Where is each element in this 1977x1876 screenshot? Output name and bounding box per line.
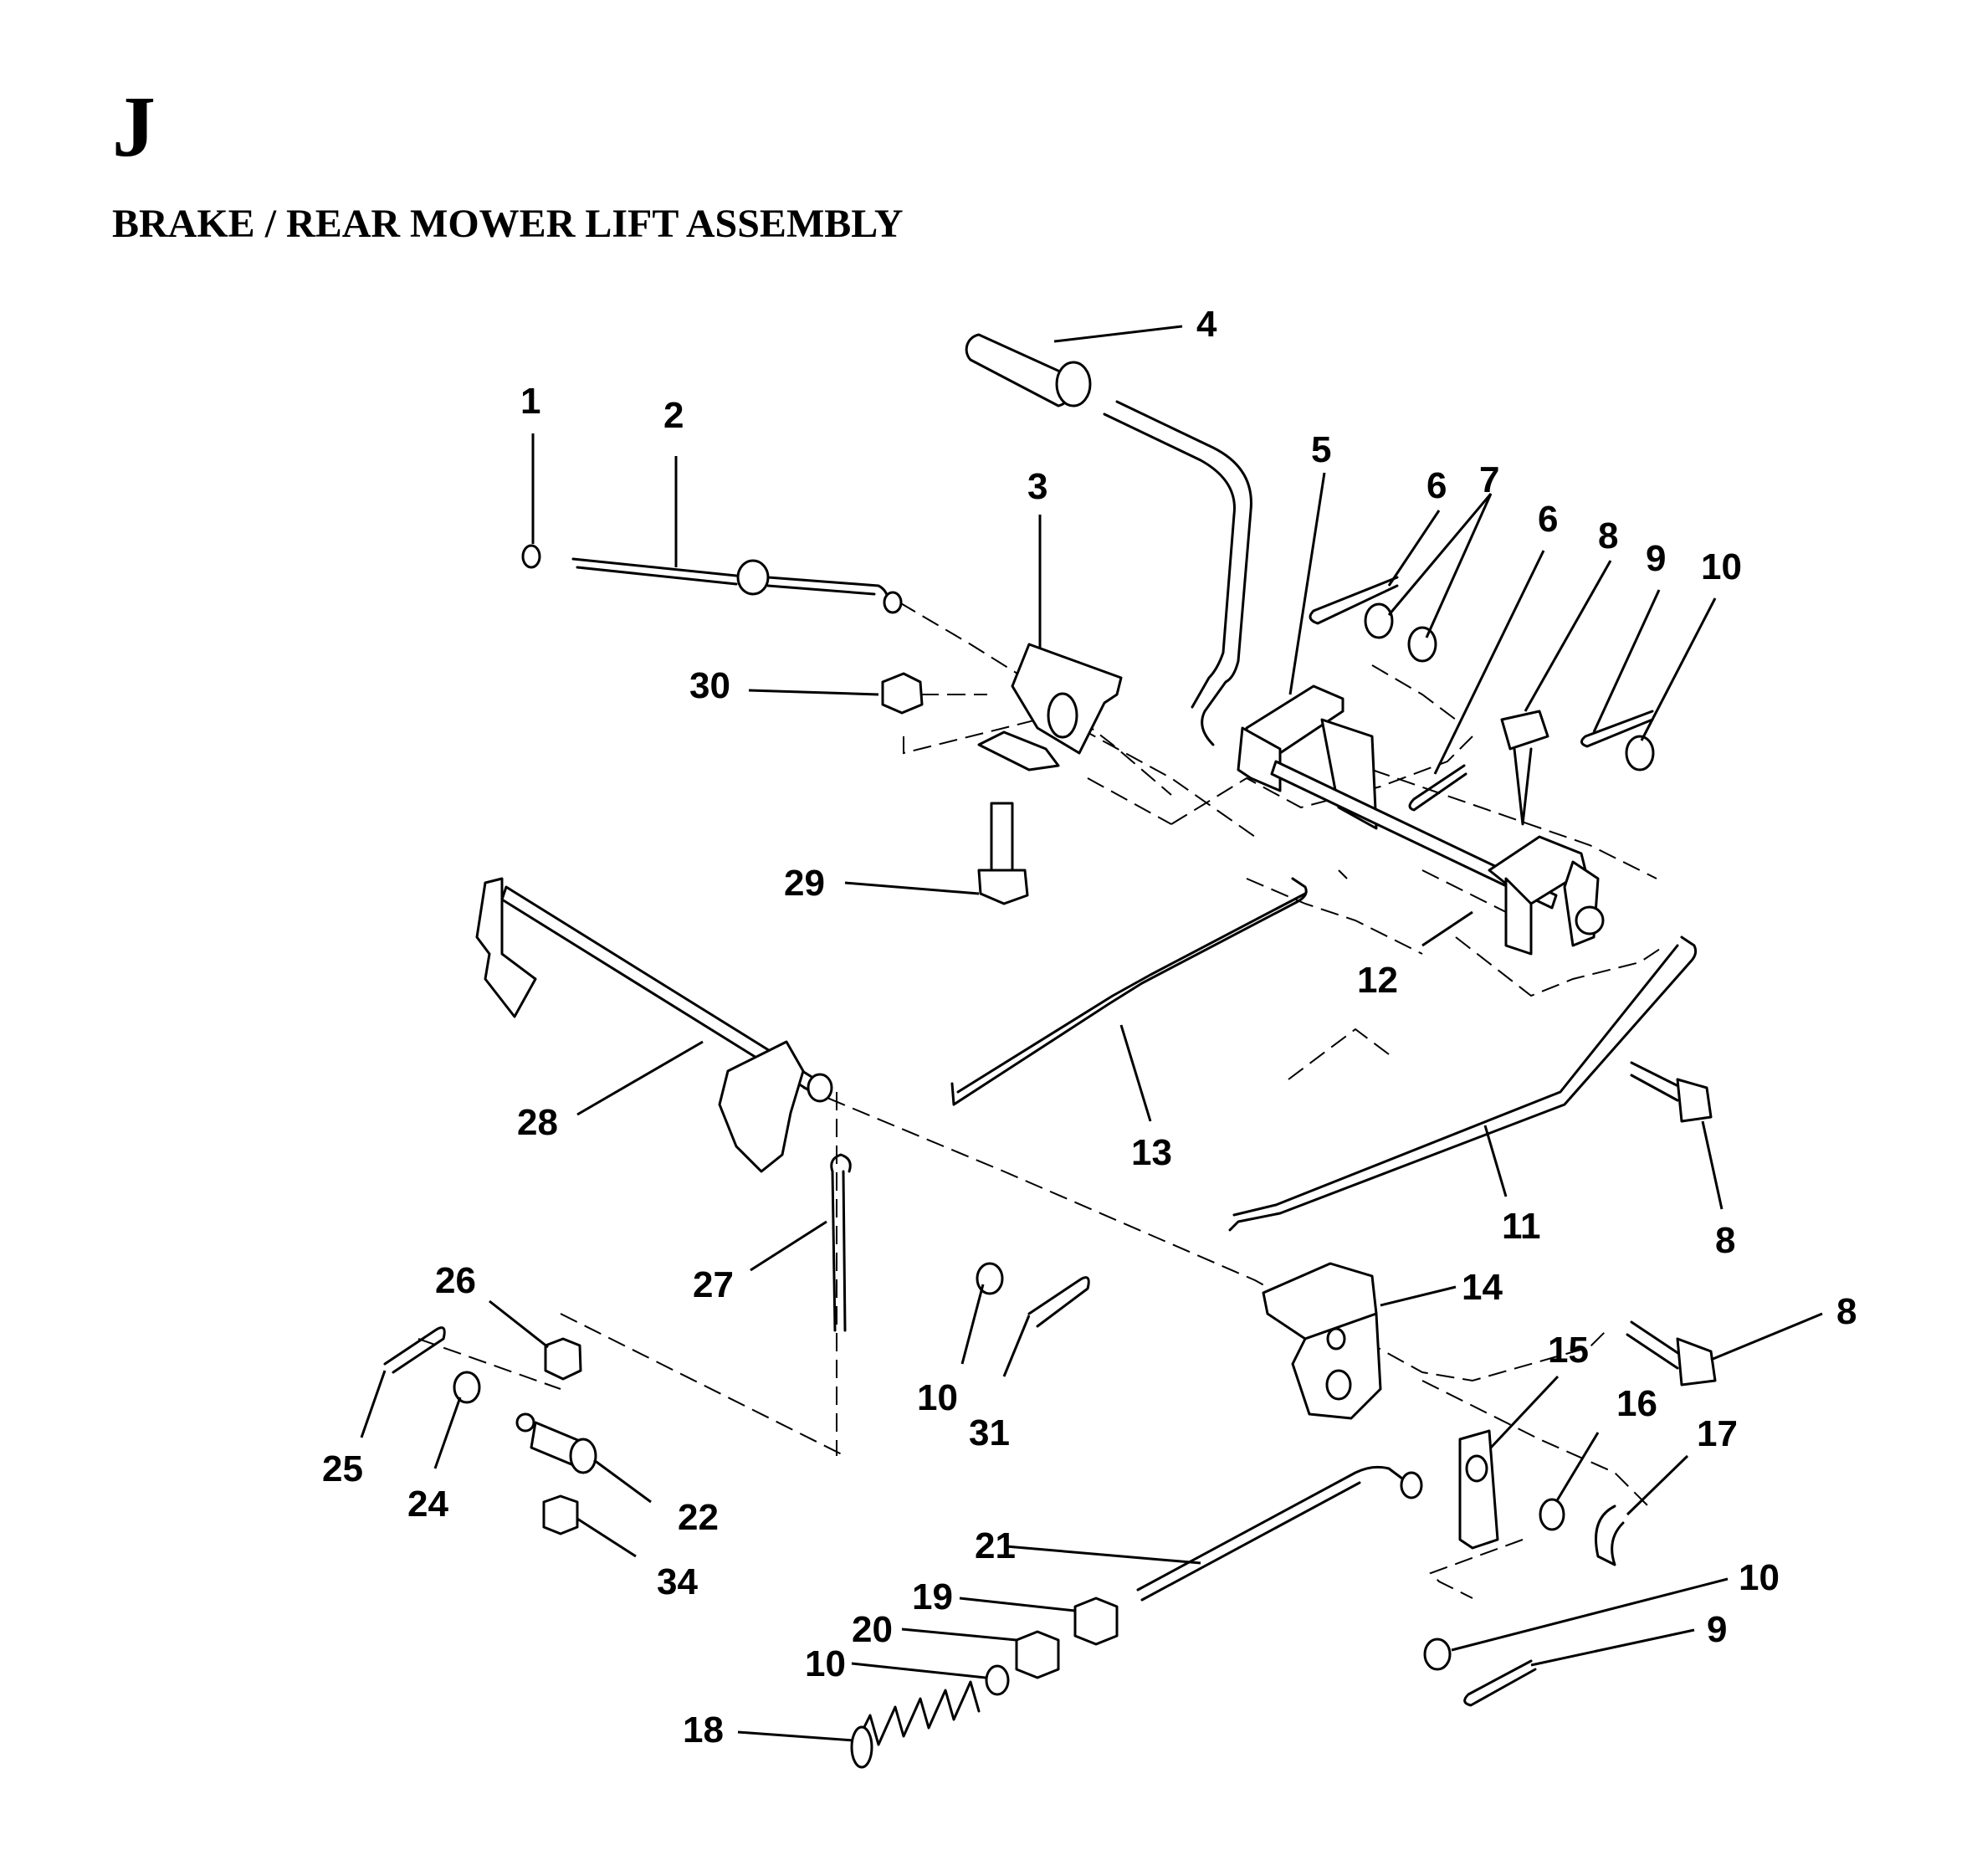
pin bbox=[521, 544, 541, 569]
washer-16 bbox=[1539, 1498, 1565, 1531]
callout-17: 17 bbox=[1697, 1413, 1738, 1454]
callout-8: 8 bbox=[1836, 1291, 1857, 1332]
bolt-8c bbox=[1626, 1320, 1717, 1386]
callout-34: 34 bbox=[657, 1561, 698, 1602]
callout-10: 10 bbox=[805, 1643, 846, 1684]
handle-grip bbox=[965, 333, 1092, 407]
callout-26: 26 bbox=[435, 1260, 476, 1301]
hairpin-clip-31 bbox=[1027, 1276, 1090, 1328]
bolt-8a bbox=[1500, 710, 1549, 826]
callout-22: 22 bbox=[678, 1497, 719, 1538]
callout-6: 6 bbox=[1426, 465, 1447, 506]
callout-10: 10 bbox=[1739, 1557, 1780, 1598]
assembly-dash-lines bbox=[417, 602, 1666, 1599]
brake-rod bbox=[571, 557, 903, 614]
callout-16: 16 bbox=[1616, 1383, 1657, 1424]
callout-20: 20 bbox=[852, 1609, 893, 1650]
lever-bracket bbox=[1237, 684, 1378, 830]
lift-rod bbox=[1228, 935, 1698, 1232]
callout-31: 31 bbox=[969, 1412, 1010, 1453]
callout-29: 29 bbox=[784, 863, 825, 904]
hairpin-clip-6a bbox=[1309, 576, 1399, 625]
callout-7: 7 bbox=[1479, 459, 1499, 500]
callout-12: 12 bbox=[1357, 960, 1398, 1001]
page-title: BRAKE / REAR MOWER LIFT ASSEMBLY bbox=[112, 202, 904, 246]
hairpin-clip-25 bbox=[383, 1326, 446, 1374]
callout-15: 15 bbox=[1548, 1330, 1589, 1371]
callout-13: 13 bbox=[1131, 1132, 1172, 1173]
nut-26 bbox=[544, 1337, 582, 1381]
callout-9: 9 bbox=[1707, 1609, 1727, 1650]
cotter-pin-9b bbox=[1463, 1659, 1537, 1707]
callout-10: 10 bbox=[1701, 546, 1742, 587]
callout-3: 3 bbox=[1027, 466, 1047, 507]
callout-21: 21 bbox=[975, 1525, 1016, 1566]
lift-link-rod bbox=[950, 877, 1308, 1106]
callout-18: 18 bbox=[683, 1709, 724, 1750]
washer-10d bbox=[1423, 1638, 1452, 1671]
nut-20 bbox=[1015, 1630, 1060, 1679]
washer-10a bbox=[1625, 735, 1655, 771]
brake-bracket bbox=[977, 643, 1123, 771]
callout-8: 8 bbox=[1715, 1220, 1735, 1261]
hairpin-clip-6b bbox=[1408, 764, 1467, 812]
section-letter: J bbox=[112, 79, 156, 175]
washer-7a bbox=[1364, 602, 1394, 639]
plate-15 bbox=[1458, 1429, 1499, 1550]
bolt-29 bbox=[977, 802, 1029, 905]
callout-11: 11 bbox=[1502, 1206, 1541, 1247]
nut-30 bbox=[881, 672, 924, 715]
threaded-rod bbox=[1136, 1465, 1423, 1602]
cross-shaft bbox=[1270, 760, 1605, 956]
callout-2: 2 bbox=[663, 395, 684, 436]
callout-4: 4 bbox=[1196, 304, 1217, 345]
callout-27: 27 bbox=[693, 1264, 734, 1305]
callout-1: 1 bbox=[520, 381, 540, 422]
callout-10: 10 bbox=[917, 1377, 958, 1418]
mounting-bracket bbox=[1262, 1262, 1382, 1420]
eye-bolt bbox=[830, 1153, 852, 1332]
callout-28: 28 bbox=[517, 1102, 558, 1143]
trunnion-22 bbox=[515, 1412, 597, 1474]
cotter-pin-9a bbox=[1580, 710, 1654, 748]
e-ring-17 bbox=[1595, 1504, 1625, 1566]
callout-labels: 4 1 2 5 3 6 7 6 8 9 10 30 29 12 28 13 11… bbox=[322, 304, 1857, 1750]
callout-9: 9 bbox=[1646, 538, 1666, 579]
lift-lever-rod bbox=[1115, 400, 1252, 746]
callout-5: 5 bbox=[1311, 429, 1331, 470]
washer-24 bbox=[453, 1371, 481, 1404]
bolt-8b bbox=[1630, 1061, 1713, 1123]
spring-18 bbox=[850, 1680, 981, 1769]
callout-6: 6 bbox=[1538, 499, 1558, 540]
callout-25: 25 bbox=[322, 1448, 363, 1489]
washer-7b bbox=[1407, 626, 1437, 663]
callout-19: 19 bbox=[912, 1576, 953, 1617]
callout-24: 24 bbox=[407, 1484, 448, 1525]
rear-lift-shaft bbox=[475, 877, 833, 1173]
callout-8: 8 bbox=[1598, 515, 1618, 556]
nut-34 bbox=[542, 1494, 579, 1535]
nut-19 bbox=[1073, 1597, 1119, 1646]
callout-30: 30 bbox=[689, 665, 730, 706]
callout-leaders bbox=[360, 325, 1823, 1742]
washer-10c bbox=[985, 1664, 1010, 1696]
callout-14: 14 bbox=[1462, 1267, 1503, 1308]
